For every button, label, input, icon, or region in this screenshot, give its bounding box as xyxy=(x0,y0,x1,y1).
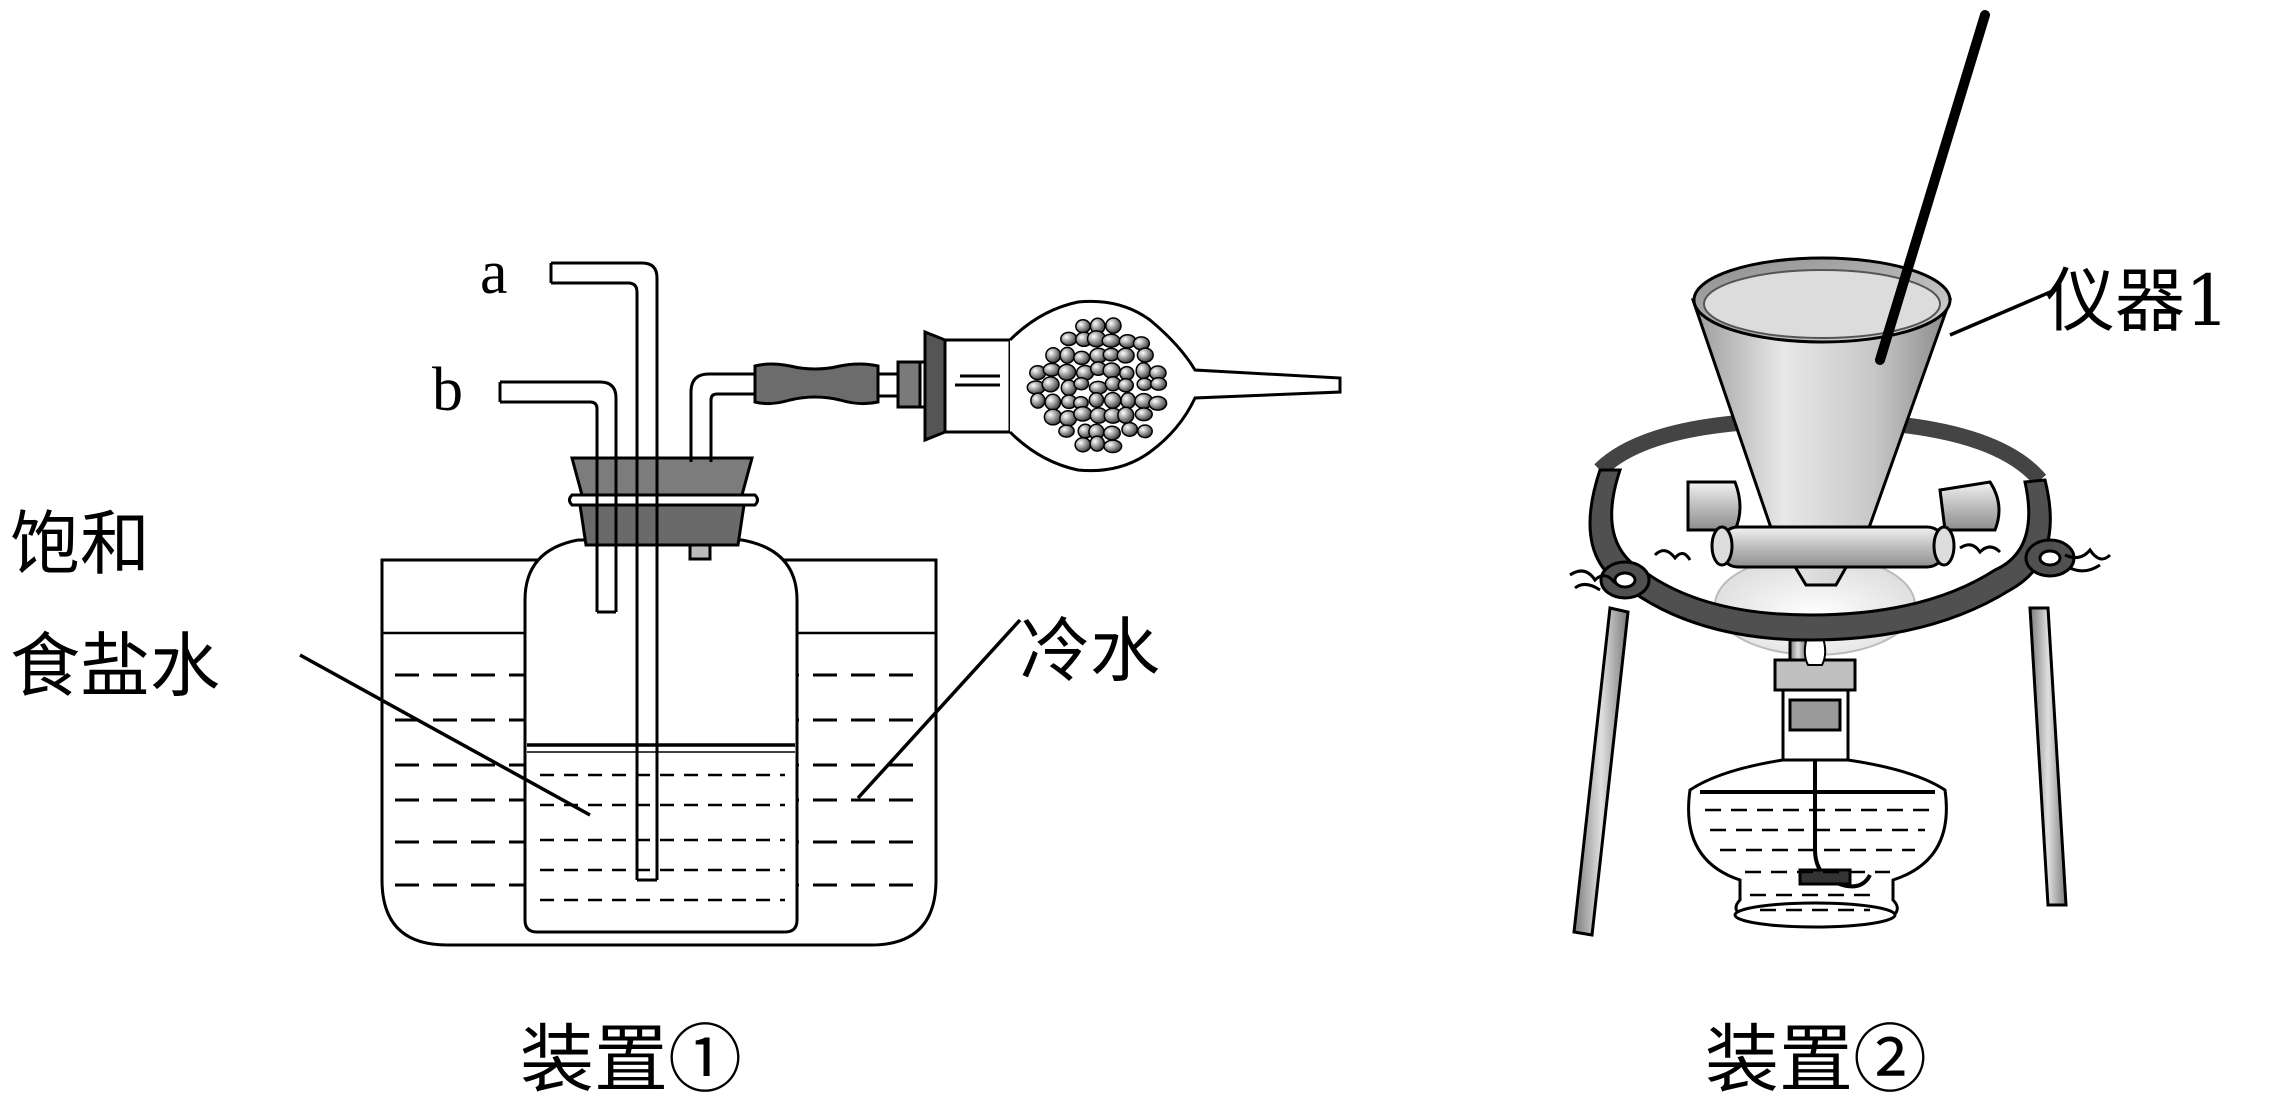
instrument-1-label: 仪器1 xyxy=(2045,260,2230,342)
connecting-tube xyxy=(689,372,760,462)
drying-bead xyxy=(1060,331,1078,347)
drying-bead xyxy=(1103,425,1121,441)
drying-bead xyxy=(1116,347,1135,364)
glass-rod xyxy=(1875,10,1990,365)
drying-bead xyxy=(1136,347,1154,363)
drying-bead xyxy=(1120,392,1137,410)
drying-bead xyxy=(1075,319,1091,334)
drying-bead xyxy=(1135,361,1152,380)
drying-bead xyxy=(1148,395,1168,411)
drying-bead xyxy=(1088,380,1108,395)
drying-bead xyxy=(1121,421,1139,437)
brine-dashes xyxy=(540,773,785,902)
drying-bead xyxy=(1030,392,1046,409)
drying-agent-beads xyxy=(1026,317,1168,454)
apparatus-1: a b 饱和 食盐水 冷水 装置① xyxy=(10,239,1342,1103)
tripod-legs xyxy=(1572,606,2068,937)
brine-label-line2: 食盐水 xyxy=(10,625,220,707)
cold-water-leader-line xyxy=(856,618,1022,800)
wire-ties xyxy=(1569,543,2112,592)
drying-bead xyxy=(1103,391,1122,409)
drying-bead xyxy=(1073,376,1090,391)
apparatus-2-caption: 装置② xyxy=(1705,1017,1927,1103)
drying-bead xyxy=(1045,346,1062,364)
apparatus-2: 仪器1 装置② xyxy=(1569,10,2230,1103)
drying-bead xyxy=(1073,350,1091,366)
cold-water-label: 冷水 xyxy=(1020,610,1160,692)
drying-bead xyxy=(1057,363,1077,381)
rubber-hose xyxy=(753,362,880,406)
drying-bead xyxy=(1105,317,1122,334)
drying-bead xyxy=(1059,346,1076,364)
drying-bead xyxy=(1058,424,1075,438)
drying-bead xyxy=(1088,392,1105,408)
drying-bead xyxy=(1136,377,1153,391)
iron-ring xyxy=(1588,468,2076,642)
drying-bead xyxy=(1041,376,1060,393)
gas-bottle xyxy=(523,538,799,934)
drying-bead xyxy=(1103,439,1123,454)
instrument-1-leader-line xyxy=(1949,288,2056,337)
tube-a-label: a xyxy=(480,239,508,307)
drying-bead xyxy=(1043,408,1063,426)
apparatus-1-caption: 装置① xyxy=(520,1017,742,1103)
drying-bead xyxy=(1134,407,1153,422)
tube-b xyxy=(498,380,618,614)
alcohol-lamp xyxy=(1687,658,1948,929)
lamp-alcohol-dashes xyxy=(1705,808,1930,912)
brine-label-line1: 饱和 xyxy=(10,503,150,585)
cold-water-dashes xyxy=(395,673,925,887)
tube-b-label: b xyxy=(432,356,463,424)
drying-bead xyxy=(1102,362,1121,379)
drying-bead xyxy=(1150,376,1168,391)
drying-bead xyxy=(1117,406,1135,425)
drying-bead xyxy=(1119,365,1135,381)
brine-leader-line xyxy=(299,653,591,817)
drying-bead xyxy=(1089,435,1106,452)
drying-bead xyxy=(1101,333,1121,348)
drying-bead xyxy=(1044,393,1062,411)
drying-bead xyxy=(1074,437,1092,453)
instrument-1-funnel xyxy=(1690,256,1953,587)
tube-a xyxy=(549,261,659,882)
drying-bead xyxy=(1137,424,1153,439)
drying-bead xyxy=(1073,406,1093,422)
drying-bead xyxy=(1117,377,1135,393)
clay-triangle xyxy=(1686,480,2001,569)
